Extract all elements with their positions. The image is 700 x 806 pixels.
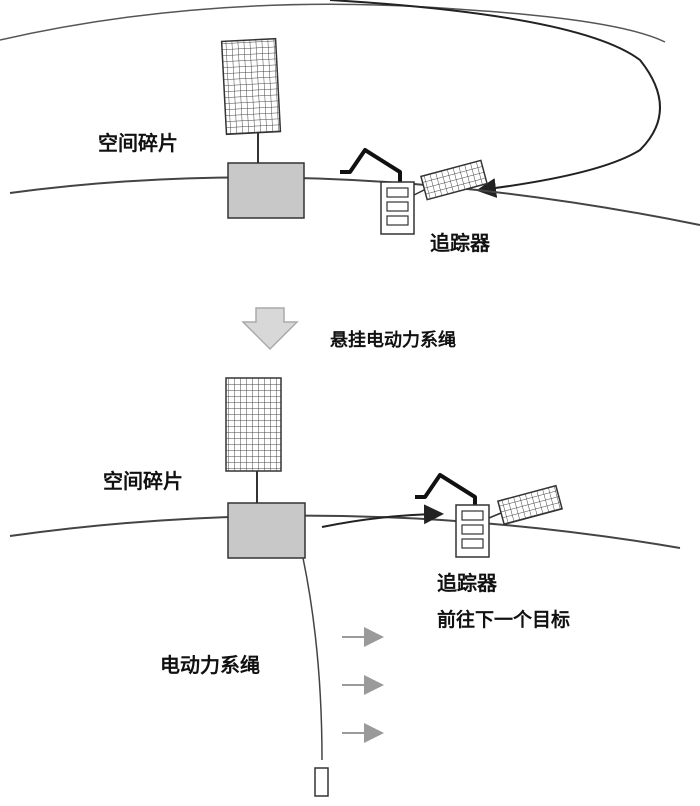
outer-orbit-arc-top [0, 3, 666, 43]
debris-solar-panel [220, 37, 282, 136]
tracker-robotic-arm [340, 148, 402, 182]
bottom-panel: 空间碎片 追踪器 前往下一个目标 电动力系绳 [9, 377, 681, 797]
tracker-label: 追踪器 [430, 231, 491, 255]
tracker-robotic-arm-bottom [415, 473, 477, 505]
tracker-window [386, 215, 409, 226]
tether-label: 电动力系绳 [160, 653, 260, 677]
transition: 悬挂电动力系绳 [241, 307, 456, 351]
next-target-label: 前往下一个目标 [437, 608, 570, 631]
tracker-trajectory [329, 0, 661, 198]
tracker-solar-panel-bottom [496, 484, 564, 526]
tracker-window [461, 524, 484, 535]
transition-label: 悬挂电动力系绳 [329, 329, 456, 351]
down-arrow [241, 307, 299, 351]
debris-label: 空间碎片 [98, 131, 178, 155]
tracker-window [386, 187, 409, 198]
departure-arrow [321, 504, 444, 528]
debris-body-bottom [227, 502, 306, 559]
orbit-line-bottom [9, 514, 681, 549]
tracker-panel-mast [413, 189, 425, 196]
tracker-label-bottom: 追踪器 [437, 571, 498, 595]
tracker-window [386, 201, 409, 212]
top-panel: 空间碎片 追踪器 [0, 0, 700, 255]
tether-end-mass [314, 767, 329, 797]
debris-body [227, 162, 305, 219]
tracker-solar-panel [420, 159, 488, 201]
tracker-window [461, 538, 484, 549]
tracker-panel-mast [488, 512, 502, 519]
electrodynamic-tether [302, 557, 323, 761]
debris-label-bottom: 空间碎片 [103, 469, 183, 493]
orbit-line-top [9, 176, 700, 226]
tracker-window [461, 510, 484, 521]
debris-solar-panel-bottom [225, 377, 282, 472]
